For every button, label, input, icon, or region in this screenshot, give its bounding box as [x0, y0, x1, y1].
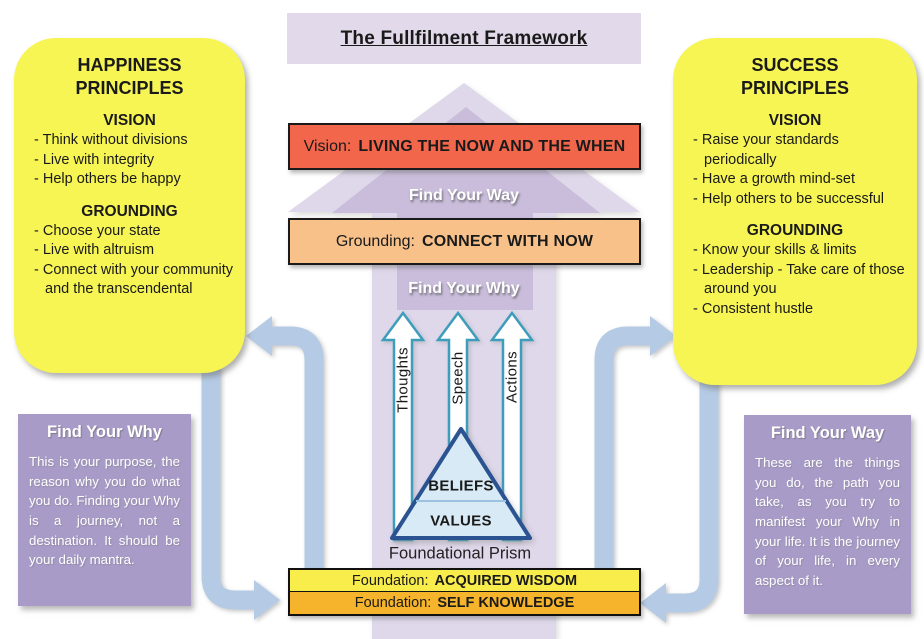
list-item: - Have a growth mind-set — [693, 171, 855, 188]
foundation-bar-value: ACQUIRED WISDOM — [434, 572, 578, 589]
cycle-arrow-right-up — [594, 326, 650, 572]
speech-arrow-label: Speech — [449, 351, 467, 405]
happiness-grounding-list: - Choose your state - Live with altruism… — [14, 221, 245, 300]
cycle-arrow-right-down — [666, 366, 719, 613]
find-your-way-note-body: These are the things you do, the path yo… — [755, 455, 900, 589]
list-item: - Live with integrity — [34, 151, 155, 168]
list-item: - Connect with your community and the tr… — [34, 261, 234, 298]
find-your-why-note-title: Find Your Why — [47, 423, 162, 441]
cycle-arrow-right-down-head — [640, 583, 666, 623]
success-title: SUCCESS PRINCIPLES — [740, 55, 850, 98]
cycle-arrow-right-up-head — [650, 316, 676, 356]
prism-values-label: VALUES — [430, 512, 492, 530]
vision-bar-prefix: Vision: — [303, 137, 352, 155]
happiness-principles-box: HAPPINESS PRINCIPLES VISION - Think with… — [14, 38, 245, 373]
framework-title: The Fullfilment Framework — [340, 27, 588, 49]
cycle-arrow-left-up — [268, 326, 324, 572]
success-vision-heading: VISION — [768, 112, 822, 129]
happiness-title: HAPPINESS PRINCIPLES — [75, 55, 184, 98]
happiness-vision-list: - Think without divisions - Live with in… — [14, 130, 245, 190]
actions-arrow-label: Actions — [503, 351, 521, 403]
list-item: - Raise your standards periodically — [693, 132, 839, 168]
success-principles-box: SUCCESS PRINCIPLES VISION - Raise your s… — [673, 38, 917, 385]
vision-bar-value: LIVING THE NOW AND THE WHEN — [358, 137, 626, 155]
list-item: - Live with altruism — [34, 242, 155, 259]
find-your-way-note-box: Find Your Way These are the things you d… — [744, 415, 911, 614]
prism-triangle — [390, 427, 532, 540]
prism-beliefs-label: BELIEFS — [428, 477, 494, 495]
foundation-acquired-wisdom-bar: Foundation: ACQUIRED WISDOM — [288, 568, 641, 593]
foundation-bar-prefix: Foundation: — [354, 595, 432, 611]
list-item: - Help others be happy — [34, 171, 181, 188]
happiness-grounding-heading: GROUNDING — [81, 202, 178, 220]
foundation-bar-prefix: Foundation: — [351, 572, 429, 589]
thoughts-arrow-label: Thoughts — [394, 347, 412, 413]
find-your-why-note-body: This is your purpose, the reason why you… — [29, 454, 180, 568]
cycle-arrows — [201, 316, 719, 623]
framework-title-box: The Fullfilment Framework — [287, 13, 641, 64]
prism-caption: Foundational Prism — [388, 544, 532, 563]
find-your-way-note-title: Find Your Way — [770, 424, 885, 442]
list-item: - Help others to be successful — [693, 190, 885, 207]
list-item: - Know your skills & limits — [693, 242, 857, 259]
success-vision-list: - Raise your standards periodically - Ha… — [673, 130, 917, 209]
find-your-why-label: Find Your Why — [408, 280, 520, 297]
cycle-arrow-left-down — [201, 366, 254, 610]
cycle-arrow-left-down-head — [254, 580, 280, 620]
list-item: - Leadership - Take care of those around… — [693, 261, 905, 298]
foundation-bar-value: SELF KNOWLEDGE — [437, 595, 575, 611]
list-item: - Think without divisions — [34, 132, 188, 148]
find-your-why-note-box: Find Your Why This is your purpose, the … — [18, 414, 191, 606]
happiness-vision-heading: VISION — [103, 112, 156, 129]
cycle-arrow-left-up-head — [246, 316, 272, 356]
list-item: - Consistent hustle — [693, 300, 814, 317]
success-grounding-heading: GROUNDING — [746, 222, 844, 240]
list-item: - Choose your state — [34, 222, 161, 239]
foundational-prism-triangle — [390, 427, 532, 540]
vision-bar: Vision: LIVING THE NOW AND THE WHEN — [288, 123, 641, 170]
grounding-bar-prefix: Grounding: — [335, 232, 415, 250]
foundation-self-knowledge-bar: Foundation: SELF KNOWLEDGE — [288, 591, 641, 616]
success-grounding-list: - Know your skills & limits - Leadership… — [673, 240, 917, 319]
grounding-bar-value: CONNECT WITH NOW — [421, 232, 594, 250]
find-your-way-label: Find Your Way — [409, 187, 519, 204]
grounding-bar: Grounding: CONNECT WITH NOW — [288, 218, 641, 265]
